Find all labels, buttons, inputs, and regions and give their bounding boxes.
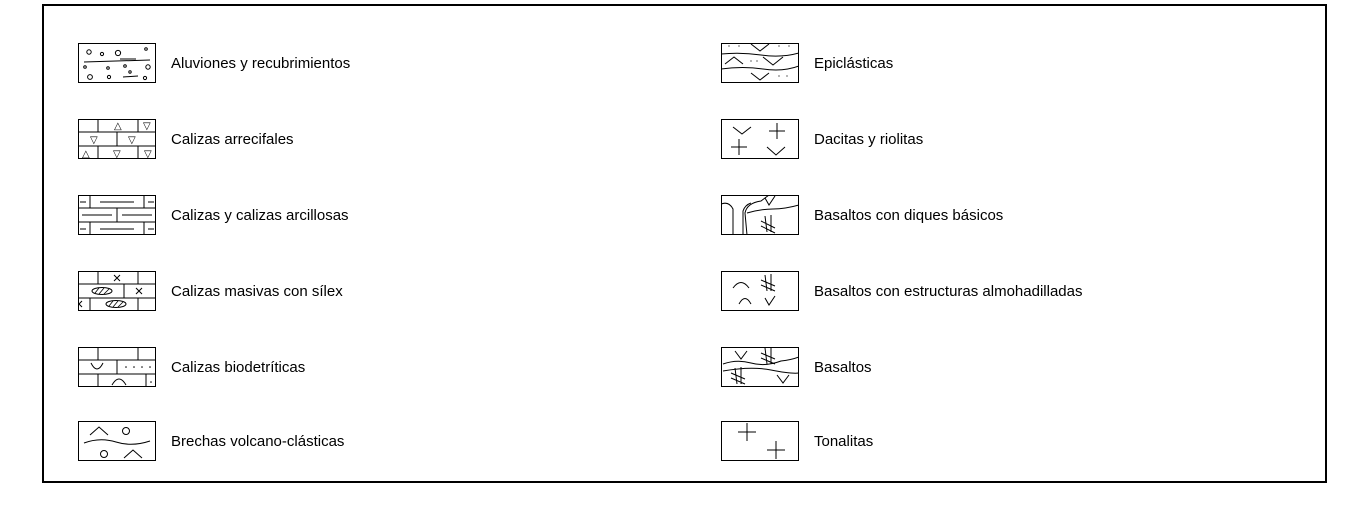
clayey-limestone-pattern-icon <box>78 195 156 235</box>
basalt-dikes-pattern-icon <box>721 195 799 235</box>
legend-entry-calizas-arcillosas: Calizas y calizas arcillosas <box>78 195 349 235</box>
legend-label: Brechas volcano-clásticas <box>171 432 345 450</box>
volcaniclastic-breccia-pattern-icon <box>78 421 156 461</box>
legend-label: Basaltos con estructuras almohadilladas <box>814 282 1083 300</box>
tonalite-pattern-icon <box>721 421 799 461</box>
legend-entry-calizas-silex: Calizas masivas con sílex <box>78 271 343 311</box>
legend-entry-tonalitas: Tonalitas <box>721 421 873 461</box>
legend-entry-calizas-biodetriticas: Calizas biodetríticas <box>78 347 305 387</box>
legend-label: Aluviones y recubrimientos <box>171 54 351 72</box>
chert-limestone-pattern-icon <box>78 271 156 311</box>
pillow-basalt-pattern-icon <box>721 271 799 311</box>
svg-text:△: △ <box>114 121 122 132</box>
svg-text:▽: ▽ <box>113 149 121 159</box>
svg-text:▽: ▽ <box>144 149 152 159</box>
legend-label: Epiclásticas <box>814 54 894 72</box>
legend-entry-dacitas: Dacitas y riolitas <box>721 119 923 159</box>
legend-label: Tonalitas <box>814 432 874 450</box>
legend-label: Calizas biodetríticas <box>171 358 306 376</box>
legend-label: Calizas masivas con sílex <box>171 282 343 300</box>
legend-label: Basaltos <box>814 358 872 376</box>
biodetrital-limestone-pattern-icon <box>78 347 156 387</box>
legend-entry-epiclasticas: Epiclásticas <box>721 43 893 83</box>
legend-entry-calizas-arrecifales: △▽ ▽▽ △▽▽ Calizas arrecifales <box>78 119 294 159</box>
legend-label: Calizas y calizas arcillosas <box>171 206 349 224</box>
legend-entry-basaltos-almohadillados: Basaltos con estructuras almohadilladas <box>721 271 1082 311</box>
legend-entry-basaltos: Basaltos <box>721 347 872 387</box>
legend-entry-aluviones: Aluviones y recubrimientos <box>78 43 350 83</box>
legend-label: Dacitas y riolitas <box>814 130 924 148</box>
svg-text:▽: ▽ <box>143 121 151 132</box>
svg-text:△: △ <box>82 149 90 159</box>
dacite-rhyolite-pattern-icon <box>721 119 799 159</box>
legend-frame <box>42 4 1327 483</box>
alluvium-pattern-icon <box>78 43 156 83</box>
basalt-pattern-icon <box>721 347 799 387</box>
svg-text:▽: ▽ <box>90 135 98 146</box>
svg-text:▽: ▽ <box>128 135 136 146</box>
legend-entry-brechas: Brechas volcano-clásticas <box>78 421 344 461</box>
legend-entry-basaltos-diques: Basaltos con diques básicos <box>721 195 1003 235</box>
legend-label: Calizas arrecifales <box>171 130 294 148</box>
epiclastic-pattern-icon <box>721 43 799 83</box>
reef-limestone-pattern-icon: △▽ ▽▽ △▽▽ <box>78 119 156 159</box>
legend-label: Basaltos con diques básicos <box>814 206 1004 224</box>
